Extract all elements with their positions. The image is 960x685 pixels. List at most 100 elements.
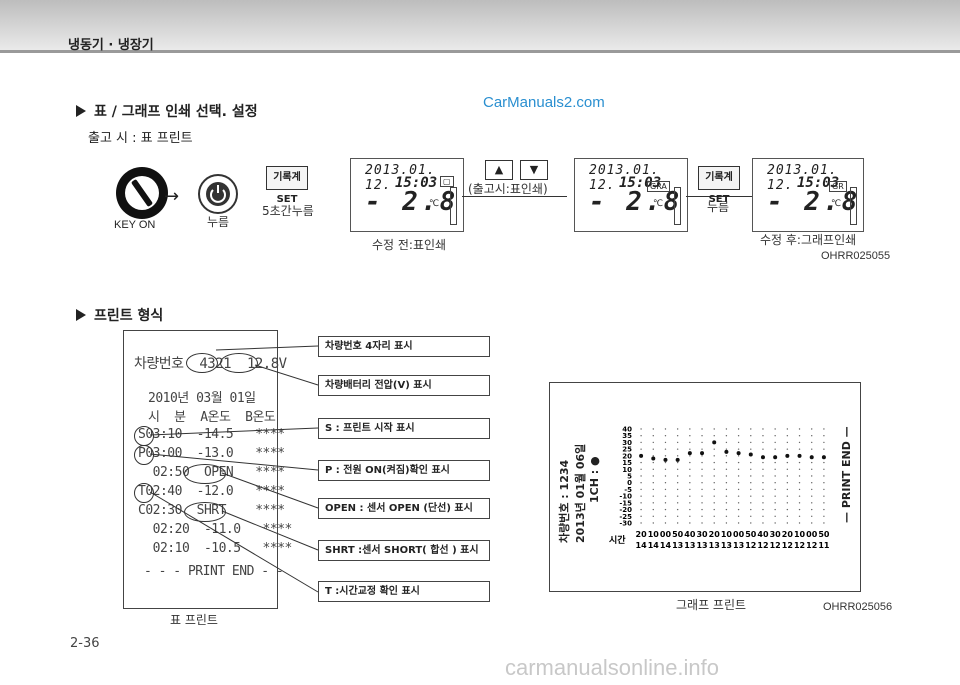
data-point <box>663 457 668 462</box>
grid-dot <box>725 475 728 477</box>
recorder-set-button: 기록계SET <box>266 166 308 205</box>
grid-dot <box>811 475 813 477</box>
grid-dot <box>701 482 703 484</box>
grid-dot <box>664 468 667 470</box>
x-tick-minute: 10 <box>648 530 660 539</box>
down-button: ▼ <box>520 160 548 180</box>
grid-dot <box>640 522 642 524</box>
x-tick-minute: 20 <box>636 530 648 539</box>
grid-dot <box>640 441 642 444</box>
grid-dot <box>786 488 789 491</box>
graph-vehicle-number: 차량번호 : 1234 <box>558 459 571 543</box>
ignition-key-icon <box>110 166 174 220</box>
grid-dot <box>762 475 764 477</box>
grid-dot <box>823 502 825 504</box>
x-tick-hour: 12 <box>757 541 768 550</box>
header-title: 냉동기 · 냉장기 <box>68 38 154 53</box>
grid-dot <box>725 482 728 484</box>
callout-sensor-open: OPEN : 센서 OPEN (단선) 표시 <box>318 498 490 519</box>
x-tick-hour: 14 <box>660 541 672 550</box>
y-tick-label: 35 <box>622 432 632 440</box>
graph-print-end: — PRINT END — <box>840 426 853 523</box>
grid-dot <box>713 522 715 524</box>
grid-dot <box>640 448 642 450</box>
callout-time-correction: T :시간교정 확인 표시 <box>318 581 490 602</box>
printer-mode-icon: ▢ <box>440 176 454 187</box>
grid-dot <box>652 455 654 457</box>
grid-dot <box>689 522 691 524</box>
grid-dot <box>689 468 691 470</box>
x-tick-hour: 11 <box>818 541 830 550</box>
grid-dot <box>725 441 728 444</box>
grid-dot <box>725 508 728 511</box>
grid-dot <box>737 515 740 517</box>
grid-dot <box>701 502 703 504</box>
grid-dot <box>725 435 728 437</box>
grid-dot <box>762 482 764 484</box>
grid-dot <box>713 455 715 457</box>
grid-dot <box>664 495 667 497</box>
grid-dot <box>640 435 642 437</box>
grid-dot <box>676 461 679 464</box>
battery-icon <box>450 187 457 225</box>
highlight-oval <box>220 353 258 373</box>
grid-dot <box>689 508 691 511</box>
receipt-line: 시 분 A온도 B온도 <box>148 410 276 425</box>
grid-dot <box>701 495 703 497</box>
x-tick-hour: 12 <box>782 541 793 550</box>
grid-dot <box>713 468 715 470</box>
connector-line <box>686 196 752 197</box>
grid-dot <box>652 435 654 437</box>
data-point <box>785 453 790 458</box>
grid-dot <box>762 428 764 430</box>
grid-dot <box>689 455 691 457</box>
grid-dot <box>664 488 667 491</box>
grid-dot <box>689 441 691 444</box>
lcd-date: 2013.01. 12. <box>767 163 838 193</box>
y-tick-label: -30 <box>619 520 632 528</box>
grid-dot <box>786 508 789 511</box>
grid-dot <box>774 441 776 444</box>
data-point <box>639 453 644 458</box>
grid-dot <box>798 502 801 504</box>
x-tick-hour: 14 <box>636 541 648 550</box>
grid-dot <box>823 461 825 464</box>
grid-dot <box>701 475 703 477</box>
grid-dot <box>823 468 825 470</box>
grid-dot <box>811 495 813 497</box>
grid-dot <box>725 488 728 491</box>
x-tick-minute: 20 <box>709 530 721 539</box>
grid-dot <box>786 522 789 524</box>
grid-dot <box>676 475 679 477</box>
grid-dot <box>676 468 679 470</box>
grid-dot <box>640 428 642 430</box>
grid-dot <box>725 428 728 430</box>
grid-dot <box>750 475 752 477</box>
page-number: 2-36 <box>70 636 100 651</box>
y-tick-label: -5 <box>624 486 632 494</box>
grid-dot <box>737 482 740 484</box>
grid-dot <box>676 508 679 511</box>
grid-dot <box>823 428 825 430</box>
grid-dot <box>725 522 728 524</box>
triangle-icon <box>76 309 86 321</box>
grid-dot <box>664 508 667 511</box>
grid-dot <box>701 441 703 444</box>
grid-dot <box>652 475 654 477</box>
lcd-unit: ℃ <box>831 199 842 209</box>
grid-dot <box>676 488 679 491</box>
x-tick-minute: 00 <box>806 530 818 539</box>
data-point <box>687 451 692 456</box>
grid-dot <box>823 488 825 491</box>
x-tick-minute: 50 <box>672 530 684 539</box>
grid-dot <box>676 502 679 504</box>
battery-icon <box>850 187 857 225</box>
figure-code-1: OHRR025055 <box>821 250 891 262</box>
grid-dot <box>676 448 679 450</box>
x-tick-minute: 00 <box>733 530 745 539</box>
grid-dot <box>798 448 801 450</box>
y-tick-label: -20 <box>619 506 632 514</box>
lcd-selecting: 2013.01. 12. 15:03 GRA - 2.8 ℃ <box>574 158 688 232</box>
grid-dot <box>823 475 825 477</box>
up-button: ▲ <box>485 160 513 180</box>
